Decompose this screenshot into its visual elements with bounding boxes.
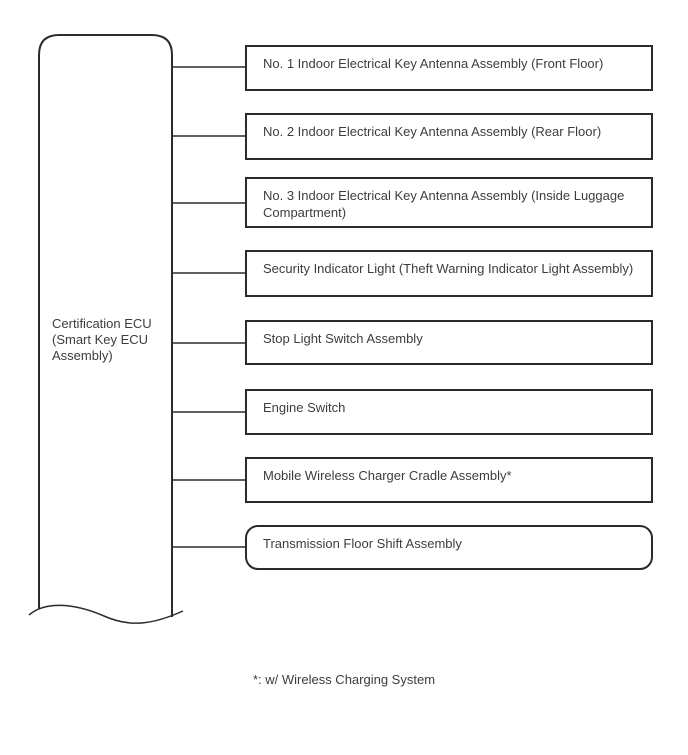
component-box-security-indicator-light: Security Indicator Light (Theft Warning … bbox=[245, 250, 653, 297]
component-box-stop-light-switch: Stop Light Switch Assembly bbox=[245, 320, 653, 365]
component-box-engine-switch: Engine Switch bbox=[245, 389, 653, 435]
component-box-no3-indoor-antenna: No. 3 Indoor Electrical Key Antenna Asse… bbox=[245, 177, 653, 228]
component-box-wireless-charger-cradle: Mobile Wireless Charger Cradle Assembly* bbox=[245, 457, 653, 503]
ecu-node-break-wave bbox=[28, 604, 184, 624]
component-box-transmission-floor-shift: Transmission Floor Shift Assembly bbox=[245, 525, 653, 570]
component-box-no1-indoor-antenna: No. 1 Indoor Electrical Key Antenna Asse… bbox=[245, 45, 653, 91]
ecu-node-outline bbox=[38, 34, 173, 617]
ecu-node-label: Certification ECU (Smart Key ECU Assembl… bbox=[52, 316, 152, 363]
footnote-wireless-charging: *: w/ Wireless Charging System bbox=[252, 672, 436, 687]
component-box-no2-indoor-antenna: No. 2 Indoor Electrical Key Antenna Asse… bbox=[245, 113, 653, 160]
